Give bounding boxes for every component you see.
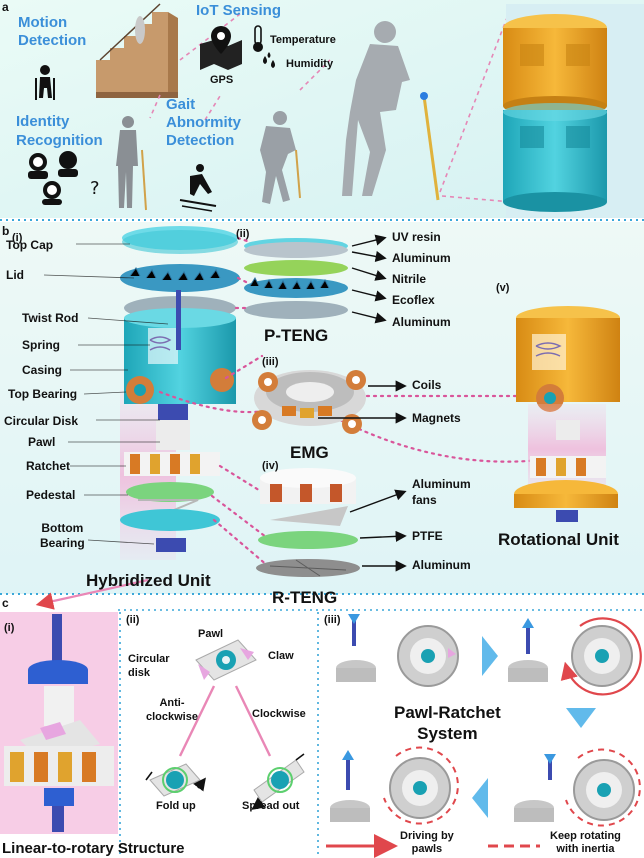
identity-recognition-label: Identity Recognition xyxy=(16,113,103,149)
pteng-title: P-TENG xyxy=(264,326,329,345)
sub-label-c-ii: (ii) xyxy=(126,614,140,626)
fold-up-label: Fold up xyxy=(156,800,196,812)
slip-fall-icon xyxy=(179,164,217,212)
crutch-person-icon xyxy=(35,65,55,100)
pawl-label: Pawl xyxy=(198,628,224,640)
pawl-ratchet-title: Pawl-Ratchet System xyxy=(394,703,501,743)
linear-to-rotary-title: Linear-to-rotary Structure xyxy=(2,840,185,857)
sub-label-b-i: (i) xyxy=(12,232,23,244)
humidity-drops-icon xyxy=(263,52,275,68)
device-render-top xyxy=(503,4,644,218)
legend-dashed-label: Keep rotating with inertia xyxy=(550,830,621,855)
pawl-diagram xyxy=(145,639,305,808)
panel-letter-b: b xyxy=(2,224,10,238)
pawl-ratchet-sequence xyxy=(321,614,642,827)
humidity-label: Humidity xyxy=(286,58,334,70)
part-pawl: Pawl xyxy=(28,435,56,449)
part-top-bearing: Top Bearing xyxy=(8,387,78,401)
legend-solid-label: Driving by pawls xyxy=(400,830,454,855)
sub-label-b-iv: (iv) xyxy=(262,460,279,472)
fold-up-diagram xyxy=(145,763,204,797)
part-bottom-bearing: Bottom Bearing xyxy=(40,521,85,550)
sub-label-b-v: (v) xyxy=(496,282,510,294)
temperature-label: Temperature xyxy=(270,34,336,46)
pteng-layer-aluminum-1: Aluminum xyxy=(392,251,451,265)
svg-text:?: ? xyxy=(90,178,100,199)
hybridized-unit-render xyxy=(120,226,240,560)
part-pedestal: Pedestal xyxy=(26,488,76,502)
hybridized-unit-title: Hybridized Unit xyxy=(86,571,211,590)
part-spring: Spring xyxy=(22,338,60,352)
anticlockwise-label: Anti- clockwise xyxy=(146,697,198,723)
sub-label-c-iii: (iii) xyxy=(324,614,341,626)
spread-out-label: Spread out xyxy=(242,800,300,812)
motion-detection-label: Motion Detection xyxy=(18,14,87,49)
part-twist-rod: Twist Rod xyxy=(22,311,79,325)
panel-letter-c: c xyxy=(2,596,9,610)
pteng-layer-ecoflex: Ecoflex xyxy=(392,293,435,307)
part-casing: Casing xyxy=(22,363,63,377)
iot-sensing-label: IoT Sensing xyxy=(196,2,282,19)
part-circular-disk: Circular Disk xyxy=(4,414,79,428)
pteng-layer-aluminum-2: Aluminum xyxy=(392,315,451,329)
circular-disk-label: Circular disk xyxy=(128,653,170,679)
pteng-layer-nitrile: Nitrile xyxy=(392,272,427,286)
emg-title: EMG xyxy=(290,443,329,462)
face-icons: ? xyxy=(28,151,100,205)
pteng-layer-uv-resin: UV resin xyxy=(392,230,441,244)
emg-label-magnets: Magnets xyxy=(412,411,461,425)
rotational-unit-title: Rotational Unit xyxy=(498,530,619,549)
thermometer-icon xyxy=(253,25,263,52)
stairs-illustration xyxy=(96,3,178,98)
rteng-label-aluminum: Aluminum xyxy=(412,558,471,572)
part-lid: Lid xyxy=(6,268,24,282)
rteng-label-ptfe: PTFE xyxy=(412,529,443,543)
panel-letter-a: a xyxy=(2,0,9,14)
part-ratchet: Ratchet xyxy=(26,459,71,473)
part-top-cap: Top Cap xyxy=(6,238,54,252)
sub-label-b-iii: (iii) xyxy=(262,356,279,368)
person-figure-2 xyxy=(260,111,301,204)
r-teng-render xyxy=(256,468,360,577)
person-figure-3 xyxy=(342,21,440,201)
linear-to-rotary-render xyxy=(0,612,118,834)
rteng-title: R-TENG xyxy=(272,588,338,607)
rotational-unit-render xyxy=(514,306,620,522)
spread-out-diagram xyxy=(254,753,305,808)
emg-label-coils: Coils xyxy=(412,378,442,392)
gait-detection-label: Gait Abnormity Detection xyxy=(166,96,241,149)
emg-render xyxy=(252,370,366,434)
p-teng-render xyxy=(244,238,348,319)
clockwise-label: Clockwise xyxy=(252,708,306,720)
gps-map-icon xyxy=(200,26,242,70)
claw-label: Claw xyxy=(268,650,294,662)
rteng-label-aluminum-fans: Aluminum fans xyxy=(412,477,471,507)
person-figure-1 xyxy=(116,116,147,211)
sub-label-c-i: (i) xyxy=(4,622,15,634)
sub-label-b-ii: (ii) xyxy=(236,228,250,240)
gps-label: GPS xyxy=(210,74,234,86)
